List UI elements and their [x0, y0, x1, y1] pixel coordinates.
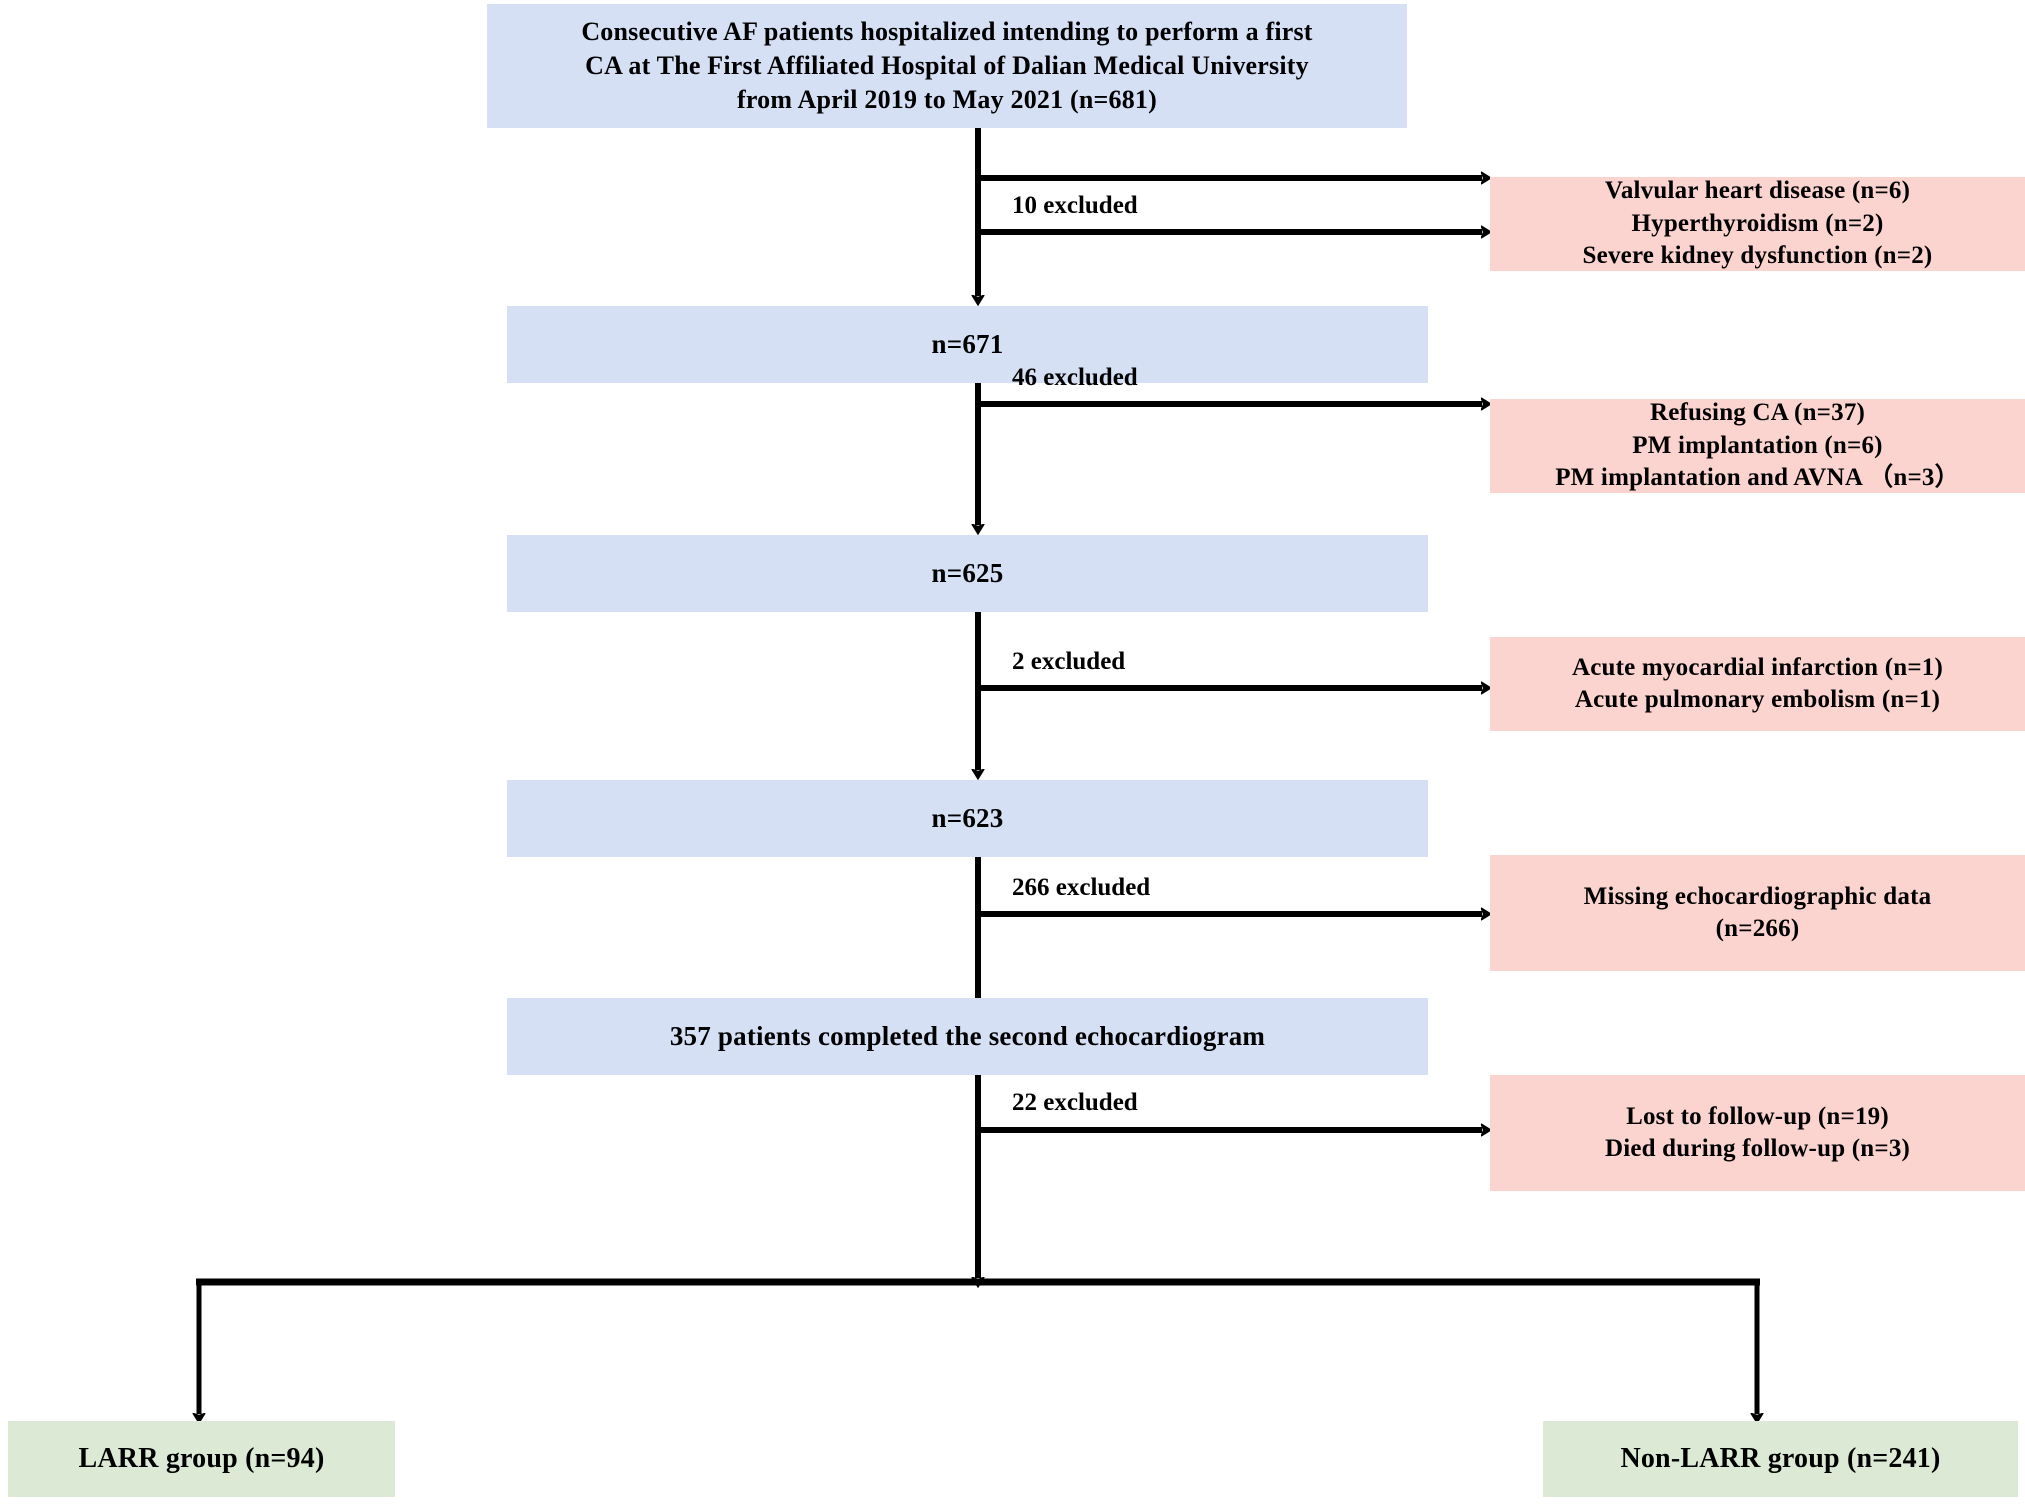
- exclusion-4-reason-2: (n=266): [1715, 915, 1800, 942]
- node-exclusion-reasons-1: Valvular heart disease (n=6) Hyperthyroi…: [1490, 177, 2025, 271]
- node-n625: n=625: [507, 535, 1428, 612]
- node-n623: n=623: [507, 780, 1428, 857]
- node-second-echocardiogram-label: 357 patients completed the second echoca…: [669, 1020, 1266, 1051]
- edge-label-excluded-1: 10 excluded: [1012, 192, 1138, 219]
- node-n671: n=671: [507, 306, 1428, 383]
- exclusion-1-reason-2: Hyperthyroidism (n=2): [1631, 209, 1884, 237]
- exclusion-3-reason-1: Acute myocardial infarction (n=1): [1571, 653, 1944, 681]
- source-line-2: CA at The First Affiliated Hospital of D…: [585, 51, 1309, 81]
- node-n625-label: n=625: [931, 557, 1004, 588]
- node-non-larr-group-label: Non-LARR group (n=241): [1620, 1442, 1941, 1474]
- node-n671-label: n=671: [931, 328, 1004, 359]
- source-line-1: Consecutive AF patients hospitalized int…: [581, 17, 1313, 47]
- exclusion-1-reason-1: Valvular heart disease (n=6): [1604, 177, 1911, 205]
- exclusion-5-reason-2: Died during follow-up (n=3): [1604, 1135, 1911, 1162]
- node-larr-group: LARR group (n=94): [8, 1421, 395, 1497]
- node-exclusion-reasons-2: Refusing CA (n=37) PM implantation (n=6)…: [1490, 399, 2025, 493]
- exclusion-2-reason-2: PM implantation (n=6): [1632, 431, 1883, 459]
- node-n623-label: n=623: [931, 802, 1004, 833]
- exclusion-5-reason-1: Lost to follow-up (n=19): [1626, 1102, 1889, 1130]
- source-line-3: from April 2019 to May 2021 (n=681): [737, 84, 1157, 114]
- edge-label-excluded-5: 22 excluded: [1012, 1089, 1138, 1116]
- exclusion-2-reason-1: Refusing CA (n=37): [1649, 399, 1866, 427]
- node-exclusion-reasons-5: Lost to follow-up (n=19) Died during fol…: [1490, 1075, 2025, 1191]
- node-non-larr-group: Non-LARR group (n=241): [1543, 1421, 2018, 1497]
- exclusion-3-reason-2: Acute pulmonary embolism (n=1): [1574, 686, 1941, 713]
- node-larr-group-label: LARR group (n=94): [78, 1442, 325, 1474]
- node-exclusion-reasons-3: Acute myocardial infarction (n=1) Acute …: [1490, 637, 2025, 731]
- node-exclusion-reasons-4: Missing echocardiographic data (n=266): [1490, 855, 2025, 971]
- edge-label-excluded-4: 266 excluded: [1012, 874, 1151, 901]
- exclusion-1-reason-3: Severe kidney dysfunction (n=2): [1582, 242, 1933, 270]
- edge-label-excluded-3: 2 excluded: [1012, 648, 1126, 675]
- exclusion-2-reason-3: PM implantation and AVNA （n=3）: [1555, 464, 1960, 492]
- node-second-echocardiogram: 357 patients completed the second echoca…: [507, 998, 1428, 1075]
- edge-label-excluded-2: 46 excluded: [1012, 364, 1138, 391]
- node-source-population: Consecutive AF patients hospitalized int…: [487, 4, 1407, 128]
- exclusion-4-reason-1: Missing echocardiographic data: [1583, 882, 1932, 910]
